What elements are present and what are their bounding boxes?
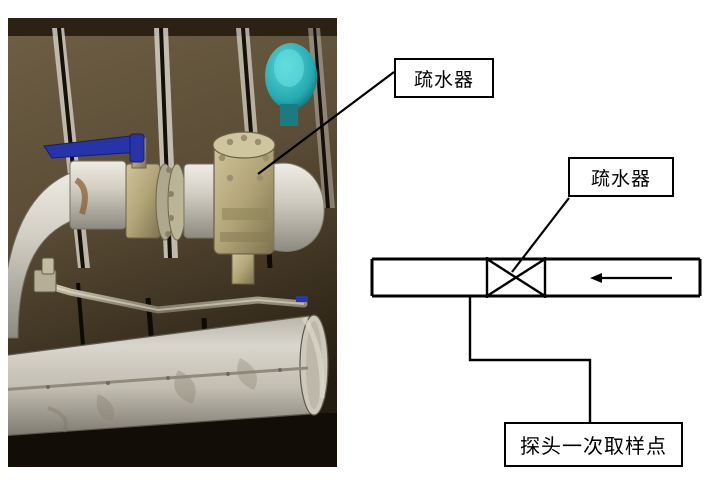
label-steam-trap-diagram-text: 疏水器 (590, 168, 651, 190)
label-steam-trap-photo-text: 疏水器 (413, 69, 474, 91)
flow-direction-arrow (590, 273, 672, 283)
label-sample-point-text: 探头一次取样点 (520, 436, 667, 458)
rust-streak (74, 177, 88, 215)
vessel-support (184, 428, 212, 456)
label-sample-point: 探头一次取样点 (504, 422, 683, 467)
photo-top-shadow (8, 18, 337, 36)
branch-line-to-sample-point (468, 296, 592, 422)
label-steam-trap-photo: 疏水器 (394, 58, 494, 98)
leader-line-diagram-trap (511, 197, 570, 273)
photo-canvas (8, 18, 337, 467)
pipe-main (370, 257, 702, 298)
steam-trap-photo (8, 18, 337, 467)
sampling-tube (33, 257, 308, 314)
label-steam-trap-diagram: 疏水器 (568, 157, 674, 197)
pipe-insulation-left (69, 160, 127, 230)
blue-lever-handle (43, 133, 145, 163)
insulated-vessel (8, 314, 329, 437)
valve-symbol-bowtie (485, 257, 547, 298)
